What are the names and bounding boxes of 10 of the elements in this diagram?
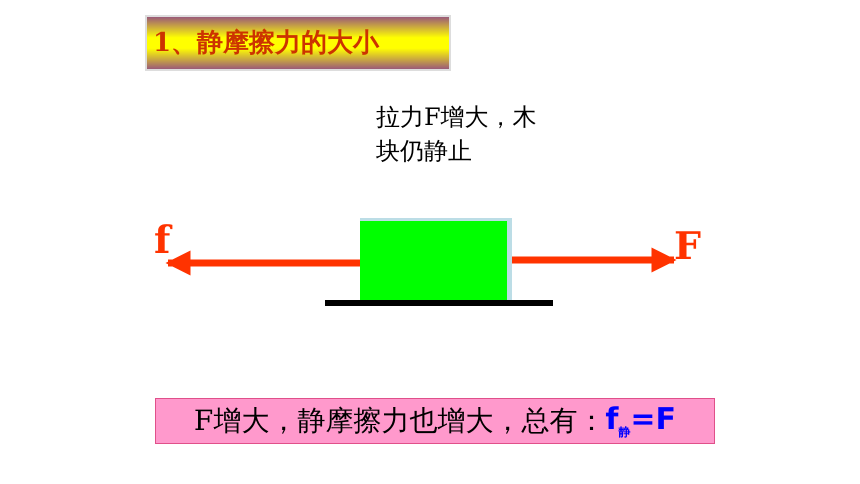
force-arrow: [512, 247, 677, 273]
conclusion-text: F增大，静摩擦力也增大，总有：: [194, 403, 606, 439]
force-label: F: [674, 223, 701, 268]
note-text: 拉力F增大，木块仍静止: [376, 102, 538, 167]
wooden-block: [360, 218, 512, 300]
force-arrow: [165, 250, 360, 276]
force-label: f: [154, 217, 170, 262]
formula: f$_{静}$=F: [605, 402, 676, 440]
title-banner: 1、静摩擦力的大小: [145, 15, 451, 71]
conclusion-box: [155, 398, 715, 444]
